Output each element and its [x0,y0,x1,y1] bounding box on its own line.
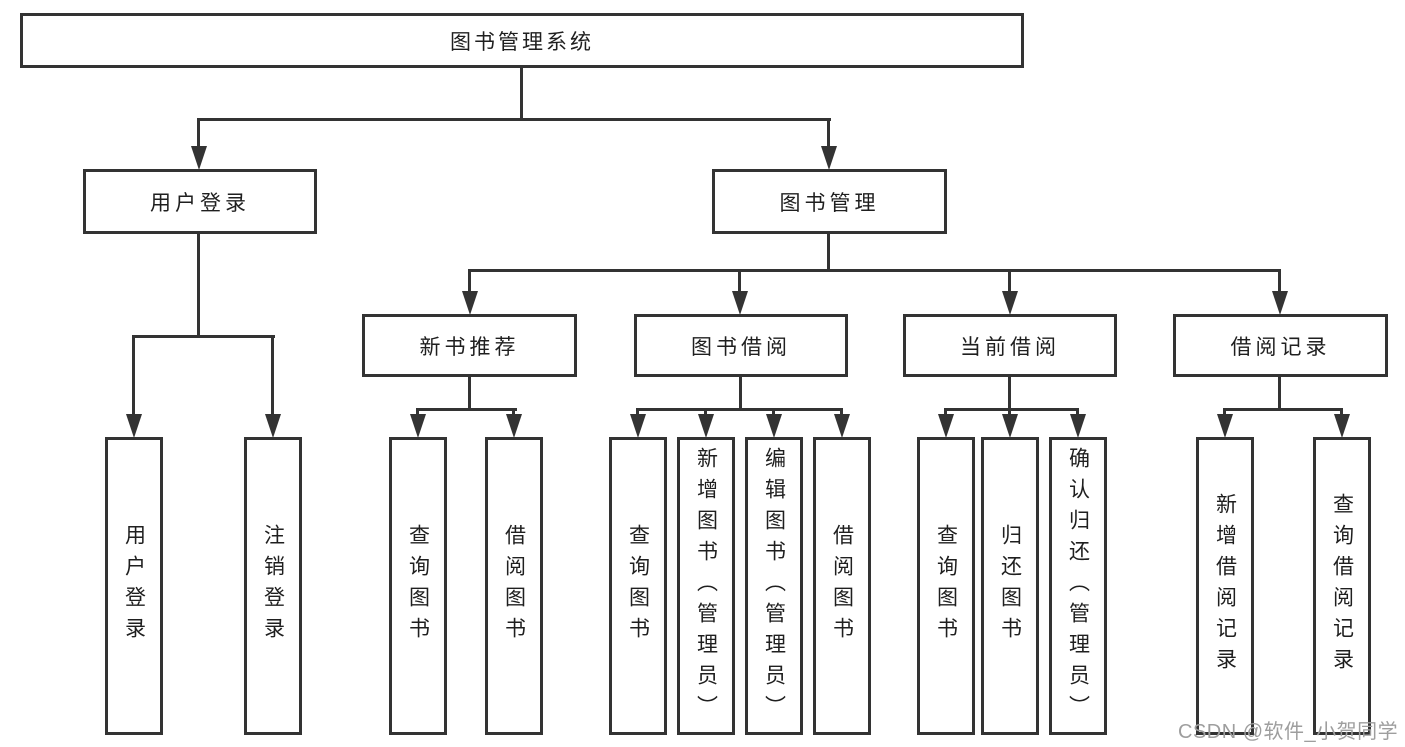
leaf-records-query-record-label: 查询借阅记录 [1330,493,1354,679]
connector-line [944,408,947,419]
connector-arrowhead [1217,414,1233,438]
connector-arrowhead [938,414,954,438]
csdn-watermark: CSDN @软件_小贺同学 [1178,721,1399,743]
leaf-borrow-query-books-label: 查询图书 [626,524,650,648]
connector-line [416,408,419,419]
node-borrow-records: 借阅记录 [1173,314,1388,377]
leaf-newbook-query-books: 查询图书 [389,437,447,735]
node-book-borrow: 图书借阅 [634,314,848,377]
node-new-book-recommend-label: 新书推荐 [419,335,520,359]
leaf-borrow-borrow-books-label: 借阅图书 [830,524,854,648]
leaf-newbook-borrow-books-label: 借阅图书 [502,524,526,648]
connector-arrowhead [698,414,714,438]
leaf-borrow-add-books-admin-label: 新增图书（管理员） [694,446,718,726]
connector-line [1278,377,1281,410]
connector-line [468,269,471,296]
connector-line [271,335,274,418]
leaf-user-login: 用户登录 [105,437,163,735]
connector-line [636,408,843,411]
connector-line [1008,408,1011,419]
connector-arrowhead [766,414,782,438]
node-current-borrow-label: 当前借阅 [960,335,1060,359]
connector-arrowhead [1272,291,1288,315]
leaf-user-login-label: 用户登录 [122,524,146,648]
connector-arrowhead [630,414,646,438]
connector-line [197,234,200,338]
connector-line [198,118,831,121]
connector-line [1340,408,1343,419]
node-book-management-label: 图书管理 [779,191,880,215]
leaf-newbook-borrow-books: 借阅图书 [485,437,543,735]
leaf-current-query-books-label: 查询图书 [934,524,958,648]
node-library-system-label: 图书管理系统 [450,30,594,54]
connector-line [132,335,275,338]
leaf-borrow-borrow-books: 借阅图书 [813,437,871,735]
connector-line [1278,269,1281,296]
leaf-borrow-query-books: 查询图书 [609,437,667,735]
node-library-system: 图书管理系统 [20,13,1024,68]
leaf-logout-label: 注销登录 [261,524,285,648]
connector-line [197,118,200,151]
connector-arrowhead [410,414,426,438]
node-book-management: 图书管理 [712,169,947,234]
connector-line [827,234,830,272]
node-user-login: 用户登录 [83,169,317,234]
connector-line [704,408,707,419]
leaf-records-query-record: 查询借阅记录 [1313,437,1371,735]
leaf-current-confirm-return-admin-label: 确认归还（管理员） [1066,446,1090,726]
connector-line [512,408,515,419]
connector-line [416,408,517,411]
leaf-borrow-edit-books-admin: 编辑图书（管理员） [745,437,803,735]
connector-arrowhead [126,414,142,438]
connector-line [132,335,135,418]
connector-line [1008,269,1011,296]
connector-line [739,377,742,410]
connector-line [1223,408,1343,411]
connector-line [468,269,1281,272]
leaf-borrow-edit-books-admin-label: 编辑图书（管理员） [762,446,786,726]
leaf-current-return-books: 归还图书 [981,437,1039,735]
connector-line [827,118,830,151]
connector-line [636,408,639,419]
connector-arrowhead [462,291,478,315]
connector-line [1223,408,1226,419]
connector-line [468,377,471,410]
leaf-borrow-add-books-admin: 新增图书（管理员） [677,437,735,735]
connector-line [772,408,775,419]
connector-line [1008,377,1011,410]
connector-arrowhead [265,414,281,438]
connector-arrowhead [834,414,850,438]
node-current-borrow: 当前借阅 [903,314,1117,377]
connector-arrowhead [821,146,837,170]
leaf-newbook-query-books-label: 查询图书 [406,524,430,648]
leaf-current-query-books: 查询图书 [917,437,975,735]
connector-arrowhead [191,146,207,170]
leaf-records-add-record-label: 新增借阅记录 [1213,493,1237,679]
node-borrow-records-label: 借阅记录 [1230,335,1331,359]
leaf-current-return-books-label: 归还图书 [998,524,1022,648]
connector-arrowhead [1002,291,1018,315]
connector-arrowhead [732,291,748,315]
connector-line [944,408,1079,411]
connector-line [1076,408,1079,419]
connector-line [520,68,523,120]
node-new-book-recommend: 新书推荐 [362,314,577,377]
connector-arrowhead [506,414,522,438]
connector-arrowhead [1070,414,1086,438]
leaf-records-add-record: 新增借阅记录 [1196,437,1254,735]
node-book-borrow-label: 图书借阅 [691,335,791,359]
leaf-logout: 注销登录 [244,437,302,735]
node-user-login-label: 用户登录 [150,191,250,215]
connector-arrowhead [1002,414,1018,438]
leaf-current-confirm-return-admin: 确认归还（管理员） [1049,437,1107,735]
connector-arrowhead [1334,414,1350,438]
connector-line [840,408,843,419]
connector-line [738,269,741,296]
